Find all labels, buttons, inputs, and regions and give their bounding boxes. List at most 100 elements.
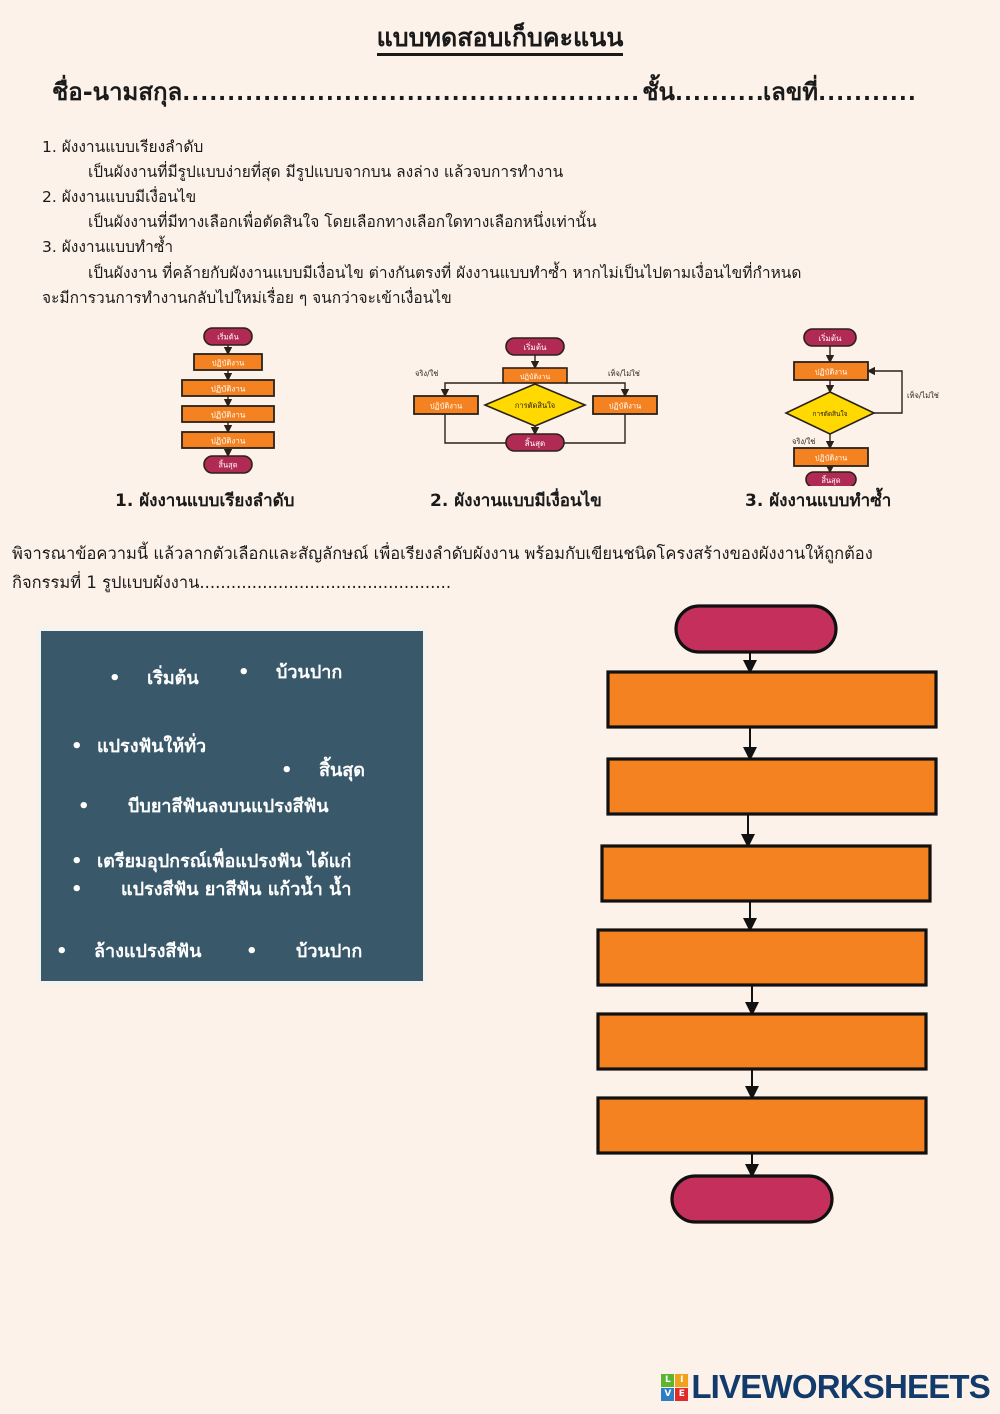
cond-node-process-false: ปฏิบัติงาน (609, 402, 641, 411)
bullet-icon: • (246, 941, 258, 962)
activity-answer-line[interactable]: ........................................… (199, 572, 452, 592)
answer-box-2 (606, 757, 938, 816)
answer-flowchart (560, 596, 960, 1256)
bullet-icon: • (71, 851, 83, 872)
loop-node-process-1: ปฏิบัติงาน (815, 368, 847, 377)
word-bank-item-end[interactable]: • สิ้นสุด (281, 755, 365, 784)
word-bank-item-squeeze-paste[interactable]: •บีบยาสีฟันลงบนแปรงสีฟัน (78, 791, 329, 820)
word-bank-label: เตรียมอุปกรณ์เพื่อแปรงฟัน ได้แก่ (97, 851, 352, 872)
class-input-line[interactable]: .................. (674, 81, 763, 105)
seq-node-process-3: ปฏิบัติงาน (211, 411, 246, 420)
loop-branch-label-true: จริง/ใช่ (792, 437, 815, 446)
name-label: ชื่อ-นามสกุล (52, 78, 183, 106)
word-bank-label: บ้วนปาก (276, 662, 343, 683)
bullet-icon: • (71, 879, 83, 900)
example-diagram-condition: การตัดสินใจ เริ่มต้น ปฏิบัติงาน ปฏิบัติง… (410, 326, 660, 466)
seq-node-end: สิ้นสุด (218, 460, 238, 470)
cond-branch-label-true: จริง/ใช่ (415, 369, 438, 378)
word-bank-item-wash-brush[interactable]: • ล้างแปรงสีฟัน (56, 936, 201, 965)
task-instruction-line-1: พิจารณาข้อความนี้ แล้วลากตัวเลือกและสัญล… (12, 544, 873, 563)
cond-branch-label-false: เท็จ/ไม่ใช่ (608, 368, 640, 378)
answer-flowchart-svg (596, 604, 938, 1224)
name-input-line[interactable]: ........................................… (182, 81, 643, 105)
liveworksheets-wordmark: LIVEWORKSHEETS (691, 1368, 990, 1405)
liveworksheets-tiles: L I V E (661, 1373, 689, 1401)
word-bank-label: เริ่มต้น (147, 668, 199, 689)
caption-condition: 2. ผังงานแบบมีเงื่อนไข (430, 491, 602, 511)
student-info-line: ชื่อ-นามสกุล ...........................… (52, 72, 972, 111)
page-title-text: แบบทดสอบเก็บคะแนน (376, 23, 624, 56)
page-title: แบบทดสอบเก็บคะแนน (0, 18, 1000, 58)
loop-node-end: สิ้นสุด (821, 475, 841, 485)
lesson-item-3-body-line2: จะมีการวนการทำงานกลับไปใหม่เรื่อย ๆ จนกว… (42, 288, 452, 307)
answer-box-6 (596, 1096, 928, 1155)
answer-box-5 (596, 1012, 928, 1071)
word-bank-panel: • เริ่มต้น • บ้วนปาก • แปรงฟันให้ทั่ว • สิ้น… (36, 626, 428, 986)
condition-flowchart-svg: การตัดสินใจ เริ่มต้น ปฏิบัติงาน ปฏิบัติง… (413, 337, 658, 452)
example-diagrams-row: เริ่มต้น ปฏิบัติงาน ปฏิบัติงาน ปฏิบัติงา… (0, 326, 1000, 526)
cond-node-process: ปฏิบัติงาน (520, 373, 550, 381)
answer-box-4 (596, 928, 928, 987)
bullet-icon: • (238, 662, 250, 683)
logo-tile-e: E (675, 1387, 689, 1401)
answer-box-3 (600, 844, 932, 903)
word-bank-label: ล้างแปรงสีฟัน (94, 941, 202, 962)
logo-tile-v: V (661, 1387, 675, 1401)
answer-start-node (674, 604, 838, 654)
seq-node-start: เริ่มต้น (217, 332, 239, 342)
bullet-icon: • (281, 760, 293, 781)
caption-loop: 3. ผังงานแบบทำซ้ำ (745, 491, 892, 511)
cond-node-end: สิ้นสุด (525, 437, 546, 448)
loop-flowchart-svg: เริ่มต้น ปฏิบัติงาน การตัดสินใจ ปฏิบัติง… (784, 328, 939, 486)
class-label: ชั้น (642, 78, 675, 106)
bullet-icon: • (71, 736, 83, 757)
seq-node-process-1: ปฏิบัติงาน (212, 359, 244, 368)
answer-end-node (670, 1174, 834, 1224)
example-diagram-sequence: เริ่มต้น ปฏิบัติงาน ปฏิบัติงาน ปฏิบัติงา… (168, 326, 288, 476)
lesson-item-1-body: เป็นผังงานที่มีรูปแบบง่ายที่สุด มีรูปแบบ… (88, 163, 564, 182)
activity-label: กิจกรรมที่ 1 รูปแบบผังงาน (12, 572, 200, 592)
loop-node-start: เริ่มต้น (819, 332, 843, 343)
logo-tile-i: I (675, 1373, 689, 1387)
word-bank-item-rinse-1[interactable]: • บ้วนปาก (238, 657, 342, 686)
lesson-item-1-heading: 1. ผังงานแบบเรียงลำดับ (42, 138, 204, 156)
loop-node-decision: การตัดสินใจ (813, 410, 848, 418)
word-bank-label: แปรงสีฟัน ยาสีฟัน แก้วน้ำ น้ำ (121, 879, 352, 900)
lesson-item-2-body: เป็นผังงานที่มีทางเลือกเพื่อตัดสินใจ โดย… (88, 213, 597, 232)
bullet-icon: • (56, 941, 68, 962)
word-bank-item-rinse-2[interactable]: • บ้วนปาก (246, 936, 362, 965)
word-bank-item-start[interactable]: • เริ่มต้น (109, 663, 199, 692)
sequence-flowchart-svg: เริ่มต้น ปฏิบัติงาน ปฏิบัติงาน ปฏิบัติงา… (181, 327, 275, 474)
caption-sequence: 1. ผังงานแบบเรียงลำดับ (115, 491, 295, 511)
word-bank-label: บ้วนปาก (296, 941, 363, 962)
example-diagram-loop: เริ่มต้น ปฏิบัติงาน การตัดสินใจ ปฏิบัติง… (752, 326, 952, 486)
lesson-item-3-heading: 3. ผังงานแบบทำซ้ำ (42, 238, 174, 257)
loop-node-process-2: ปฏิบัติงาน (815, 454, 847, 463)
logo-tile-l: L (661, 1373, 675, 1387)
loop-branch-label-false: เท็จ/ไม่ใช่ (907, 390, 939, 400)
number-label: เลขที่ (762, 78, 819, 106)
word-bank-label: สิ้นสุด (319, 760, 365, 781)
seq-node-process-2: ปฏิบัติงาน (211, 385, 246, 394)
word-bank-inner: • เริ่มต้น • บ้วนปาก • แปรงฟันให้ทั่ว • สิ้น… (41, 631, 423, 981)
word-bank-item-brush-all[interactable]: • แปรงฟันให้ทั่ว (71, 731, 206, 760)
number-input-line[interactable]: ................. (818, 81, 917, 105)
task-instruction-line-2: กิจกรรมที่ 1 รูปแบบผังงาน...............… (12, 569, 992, 598)
cond-node-decision: การตัดสินใจ (515, 401, 555, 410)
example-diagram-captions: 1. ผังงานแบบเรียงลำดับ 2. ผังงานแบบมีเงื… (0, 487, 1000, 515)
liveworksheets-logo[interactable]: L I V E LIVEWORKSHEETS (661, 1368, 991, 1406)
lesson-text: 1. ผังงานแบบเรียงลำดับ เป็นผังงานที่มีรู… (42, 135, 972, 311)
bullet-icon: • (109, 668, 121, 689)
lesson-item-3-body-line1: เป็นผังงาน ที่คล้ายกับผังงานแบบมีเงื่อนไ… (88, 263, 802, 282)
cond-node-start: เริ่มต้น (524, 341, 548, 352)
answer-box-1 (606, 670, 938, 729)
word-bank-label: บีบยาสีฟันลงบนแปรงสีฟัน (128, 796, 329, 817)
task-instruction: พิจารณาข้อความนี้ แล้วลากตัวเลือกและสัญล… (12, 540, 992, 598)
word-bank-label: แปรงฟันให้ทั่ว (97, 736, 207, 757)
word-bank-item-prepare-tools[interactable]: • เตรียมอุปกรณ์เพื่อแปรงฟัน ได้แก่ (71, 846, 351, 875)
lesson-item-2-heading: 2. ผังงานแบบมีเงื่อนไข (42, 188, 197, 207)
word-bank-item-tools-list[interactable]: • แปรงสีฟัน ยาสีฟัน แก้วน้ำ น้ำ (71, 874, 351, 903)
cond-node-process-true: ปฏิบัติงาน (430, 402, 462, 411)
seq-node-process-4: ปฏิบัติงาน (211, 437, 246, 446)
